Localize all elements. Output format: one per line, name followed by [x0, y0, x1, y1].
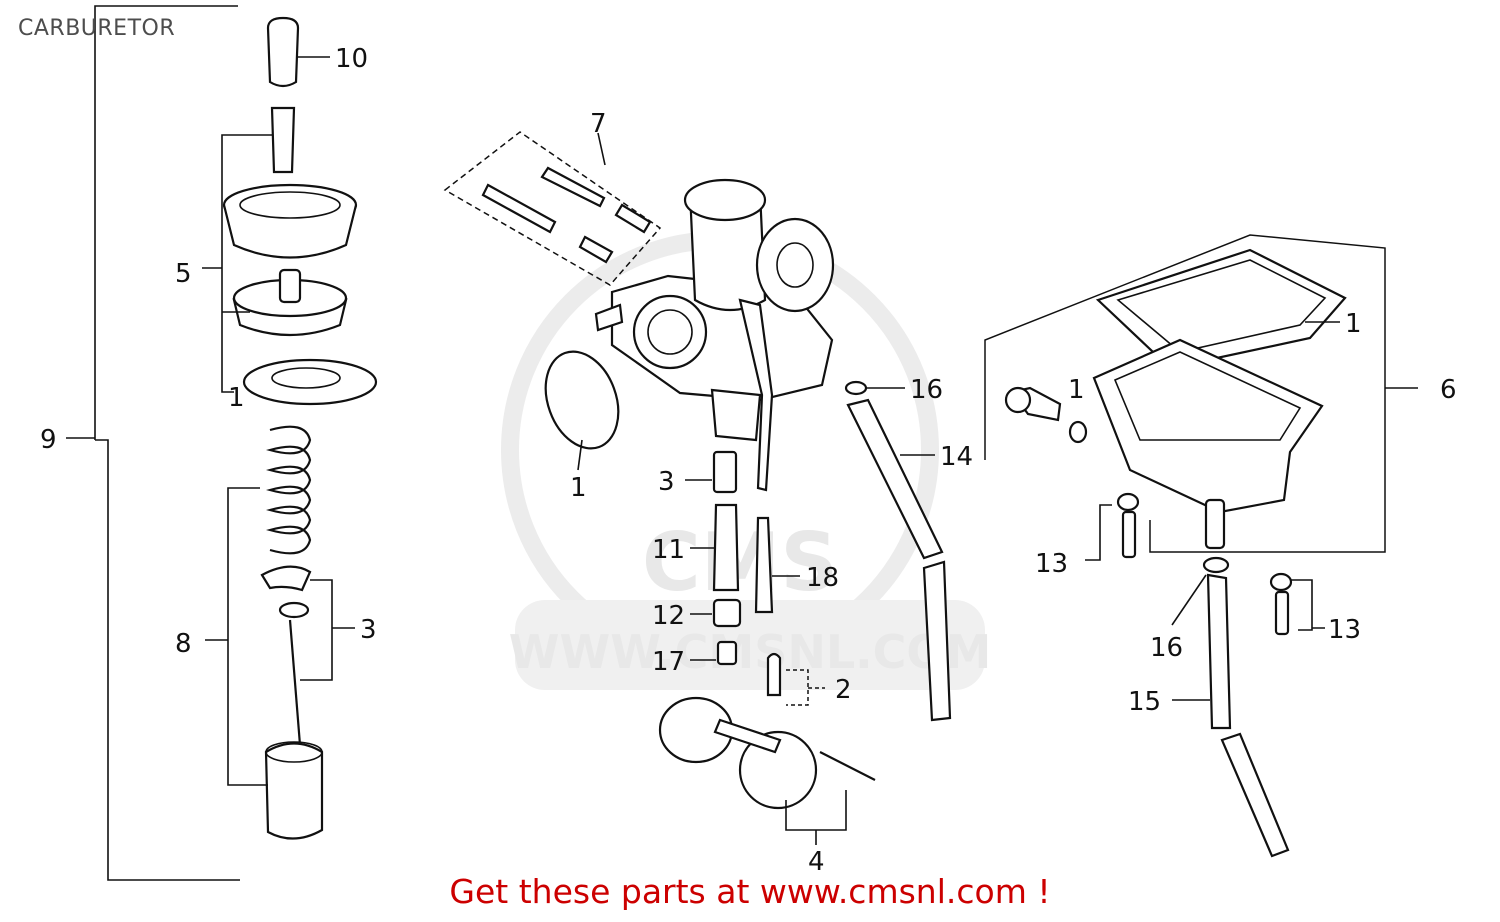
watermark-url-text: WWW.CMSNL.COM	[509, 625, 992, 679]
part-7-screw-kit	[443, 131, 662, 286]
callout-16-bottom: 16	[1150, 633, 1183, 663]
part-15-drain-tube	[1171, 556, 1290, 858]
callout-2: 2	[835, 675, 852, 705]
callout-10: 10	[335, 44, 368, 74]
callout-1-oring: 1	[1068, 375, 1085, 405]
callout-8: 8	[175, 629, 192, 659]
part-carburetor-body	[594, 178, 835, 492]
callout-11: 11	[652, 535, 685, 565]
page-title: CARBURETOR	[18, 16, 176, 41]
callout-1-left: 1	[228, 383, 245, 413]
part-12-main-jet	[690, 598, 742, 628]
part-10-cap	[266, 16, 330, 88]
part-14-vent-tube	[844, 380, 952, 722]
part-4-float	[658, 696, 876, 845]
callout-9: 9	[40, 425, 57, 455]
callout-13-right: 13	[1328, 615, 1361, 645]
callout-5: 5	[175, 259, 192, 289]
part-8-needle-slide-assembly	[205, 487, 355, 840]
callout-1-gasket: 1	[570, 473, 587, 503]
callout-4: 4	[808, 847, 825, 877]
callout-7: 7	[590, 109, 607, 139]
part-spring	[265, 425, 312, 555]
callout-13-left: 13	[1035, 549, 1068, 579]
footer-promo-text: Get these parts at www.cmsnl.com !	[449, 872, 1051, 911]
callout-15: 15	[1128, 687, 1161, 717]
callout-18: 18	[806, 563, 839, 593]
callout-14: 14	[940, 442, 973, 472]
callout-6: 6	[1440, 375, 1457, 405]
part-2-float-valve	[766, 652, 825, 706]
callout-3-mid: 3	[658, 467, 675, 497]
part-1-drain-screw-oring	[1004, 386, 1088, 444]
part-11-needle-jet	[690, 503, 740, 592]
part-6-float-bowl	[984, 234, 1418, 553]
part-17-small-jet	[690, 640, 738, 666]
bracket-9	[94, 5, 240, 881]
watermark-logo-text: CMS	[642, 516, 838, 609]
part-13-screw-left	[1085, 492, 1140, 561]
part-13-screw-right	[1269, 572, 1325, 636]
callout-16-top: 16	[910, 375, 943, 405]
part-5-throttle-top-assembly	[202, 106, 378, 406]
callout-labels: 10 5 1 9 8 3 7 1 3 11 12 17 18 2 4 16 14…	[40, 44, 1457, 877]
callout-1-bowl: 1	[1345, 309, 1362, 339]
callout-17: 17	[652, 647, 685, 677]
callout-12: 12	[652, 601, 685, 631]
part-18-slow-jet	[754, 516, 800, 614]
part-1-gasket-ring	[544, 350, 620, 471]
part-3-jet-holder	[685, 450, 738, 494]
callout-3-left: 3	[360, 615, 377, 645]
